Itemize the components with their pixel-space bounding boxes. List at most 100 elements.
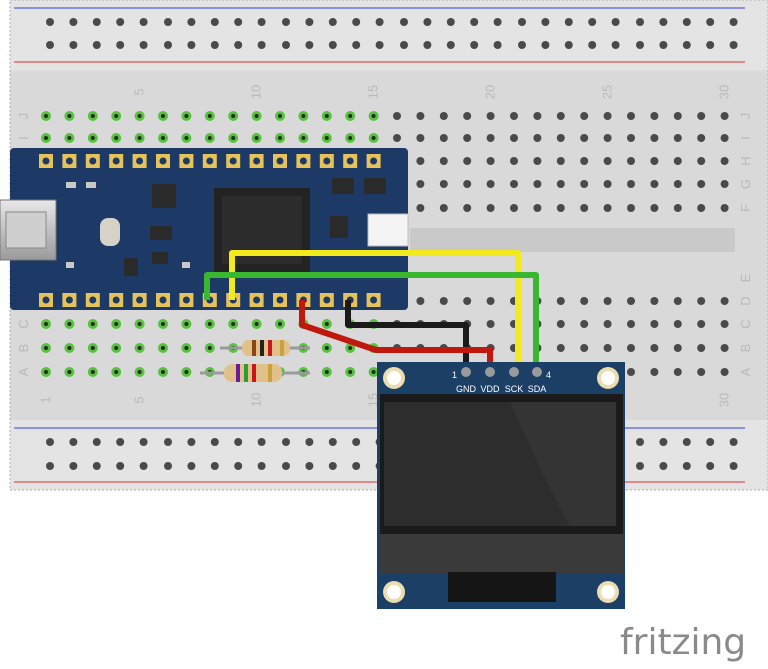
breadboard-hole — [234, 438, 243, 446]
row-label-b-right: B — [738, 344, 753, 353]
breadboard-hole — [439, 112, 448, 120]
breadboard-hole — [393, 112, 401, 120]
breadboard-hole — [510, 180, 518, 188]
breadboard-hole — [510, 112, 518, 120]
breadboard-hole — [416, 134, 425, 142]
breadboard-hole — [697, 180, 706, 188]
breadboard-hole — [305, 438, 314, 446]
row-label-i-left: I — [16, 136, 31, 140]
breadboard-hole — [328, 438, 337, 446]
breadboard-hole — [541, 18, 550, 26]
breadboard-hole — [518, 18, 526, 26]
breadboard-hole — [729, 438, 738, 446]
breadboard-hole — [493, 18, 502, 26]
row-label-e-right: E — [738, 273, 753, 282]
breadboard-hole — [650, 320, 659, 328]
breadboard-hole — [463, 112, 472, 120]
breadboard-hole — [673, 368, 682, 376]
breadboard-hole — [720, 368, 729, 376]
column-label-20-top: 20 — [483, 85, 498, 99]
breadboard-hole — [352, 41, 361, 49]
breadboard-hole — [627, 180, 635, 188]
breadboard-hole — [164, 41, 172, 49]
breadboard-hole — [564, 41, 573, 49]
breadboard-hole — [400, 18, 408, 26]
breadboard-hole — [650, 112, 659, 120]
breadboard-hole — [729, 18, 738, 26]
breadboard-hole — [729, 41, 738, 49]
resistor-1 — [220, 340, 310, 356]
breadboard-hole — [257, 462, 266, 470]
breadboard-hole — [234, 462, 243, 470]
arduino-nano-board — [0, 148, 409, 310]
breadboard-hole — [164, 438, 172, 446]
breadboard-hole — [139, 41, 148, 49]
breadboard-hole — [636, 438, 644, 446]
breadboard-hole — [470, 18, 479, 26]
breadboard-hole — [187, 41, 196, 49]
column-label-30-bottom: 30 — [717, 393, 732, 407]
column-label-15-bottom: 15 — [366, 393, 381, 407]
breadboard-hole — [116, 18, 125, 26]
breadboard-hole — [69, 41, 78, 49]
breadboard-hole — [164, 462, 172, 470]
breadboard-hole — [69, 462, 78, 470]
breadboard-hole — [720, 344, 729, 352]
board-connector — [367, 213, 409, 247]
breadboard-hole — [729, 462, 738, 470]
breadboard-hole — [627, 157, 635, 165]
breadboard-hole — [697, 368, 706, 376]
breadboard-hole — [416, 157, 425, 165]
breadboard-hole — [697, 112, 706, 120]
breadboard-hole — [510, 134, 518, 142]
breadboard-hole — [580, 320, 589, 328]
breadboard-hole — [46, 462, 54, 470]
breadboard-hole — [636, 462, 644, 470]
breadboard-hole — [556, 112, 565, 120]
breadboard-hole — [627, 297, 635, 305]
oled-pin-vdd-label: VDD — [480, 384, 500, 394]
breadboard-hole — [282, 438, 290, 446]
breadboard-hole — [611, 41, 620, 49]
breadboard-hole — [69, 18, 78, 26]
wire-gnd — [345, 300, 469, 385]
breadboard-hole — [375, 18, 384, 26]
breadboard-hole — [210, 462, 219, 470]
breadboard-hole — [588, 18, 597, 26]
breadboard-hole — [533, 180, 542, 188]
breadboard-hole — [46, 41, 54, 49]
breadboard-hole — [92, 462, 101, 470]
breadboard-hole — [720, 157, 729, 165]
breadboard-hole — [603, 157, 612, 165]
breadboard-hole — [234, 41, 243, 49]
breadboard-hole — [533, 204, 542, 212]
breadboard-hole — [69, 438, 78, 446]
breadboard-hole — [187, 18, 196, 26]
breadboard-hole — [673, 180, 682, 188]
row-label-j-right: J — [738, 113, 753, 120]
breadboard-hole — [46, 438, 54, 446]
breadboard-hole — [486, 180, 495, 188]
breadboard-hole — [533, 157, 542, 165]
center-channel — [410, 228, 735, 252]
breadboard-hole — [439, 180, 448, 188]
breadboard-hole — [603, 134, 612, 142]
breadboard-hole — [564, 18, 573, 26]
breadboard-hole — [416, 204, 425, 212]
column-label-15-top: 15 — [366, 85, 381, 99]
breadboard-hole — [636, 41, 644, 49]
oled-pin-sda-label: SDA — [528, 384, 547, 394]
breadboard-hole — [352, 438, 361, 446]
oled-pin-pads — [461, 367, 542, 377]
breadboard-hole — [673, 320, 682, 328]
breadboard-hole — [682, 438, 691, 446]
oled-ribbon — [448, 572, 556, 602]
breadboard-hole — [556, 204, 565, 212]
column-label-25-top: 25 — [600, 85, 615, 99]
breadboard-hole — [627, 112, 635, 120]
breadboard-hole — [603, 344, 612, 352]
breadboard-hole — [556, 157, 565, 165]
breadboard-hole — [393, 134, 401, 142]
breadboard-hole — [682, 18, 691, 26]
breadboard-hole — [706, 462, 715, 470]
